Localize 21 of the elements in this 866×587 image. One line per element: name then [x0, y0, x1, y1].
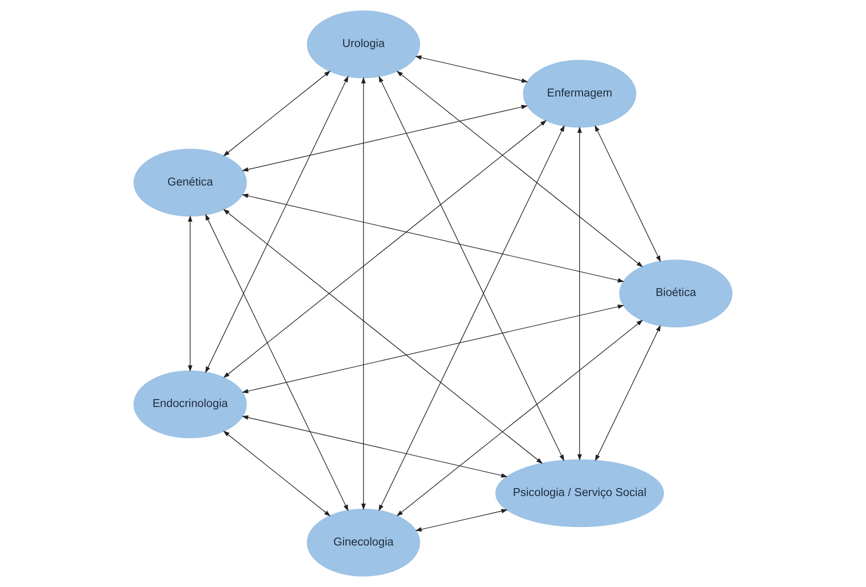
arrow: [223, 430, 331, 516]
arrow: [242, 104, 528, 172]
arrow: [577, 126, 582, 461]
arrow: [415, 508, 508, 532]
arrow: [595, 324, 661, 462]
arrow: [594, 125, 661, 262]
arrow: [205, 214, 348, 512]
arrow: [223, 70, 331, 156]
arrow: [188, 215, 192, 372]
arrow: [223, 120, 547, 378]
arrow: [242, 415, 508, 478]
arrow: [396, 70, 643, 268]
arrow: [378, 125, 565, 512]
arrow: [361, 76, 366, 510]
arrow: [396, 320, 643, 516]
arrow: [415, 55, 528, 83]
arrow: [205, 76, 348, 374]
arrow: [378, 76, 564, 462]
arrow: [223, 208, 543, 464]
arrow: [242, 304, 624, 394]
arrow: [242, 194, 624, 282]
